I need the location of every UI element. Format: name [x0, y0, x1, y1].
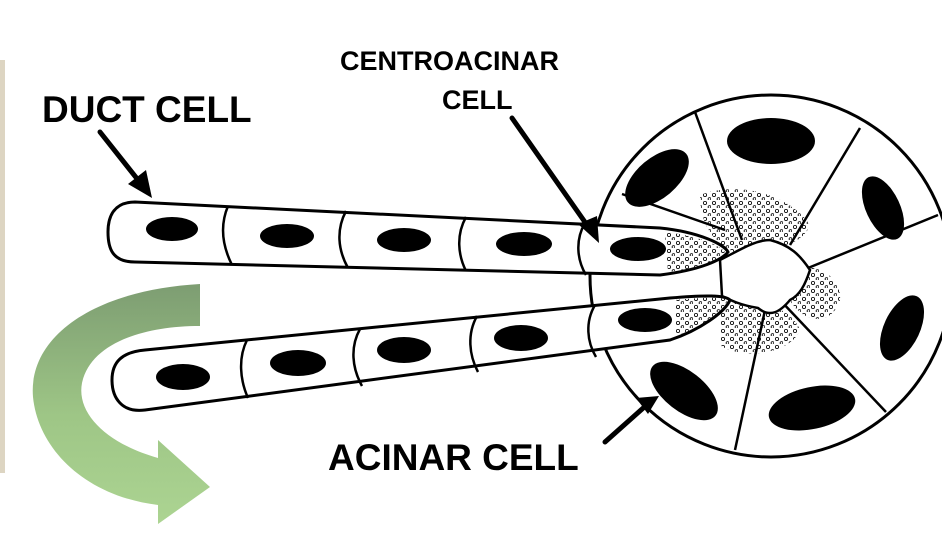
acinar-lumen: [718, 238, 812, 315]
lower-duct-lumen-granules: [675, 297, 728, 336]
acinar-cell-label: ACINAR CELL: [328, 437, 579, 478]
upper-duct-lumen-granules: [665, 232, 725, 272]
acinar-nuclei: [625, 118, 925, 431]
duct-arrowhead: [128, 170, 152, 198]
left-border-strip: [0, 60, 5, 473]
upper-duct-nuclei: [146, 217, 666, 261]
acinar-arrowhead: [636, 396, 659, 414]
zymogen-granules: [700, 189, 841, 354]
centroacinar-label-line2: CELL: [442, 85, 513, 115]
lower-duct-cell-walls: [239, 304, 598, 399]
acinar-cell-pointer: [602, 399, 653, 445]
centroacinar-pointer: [509, 115, 597, 238]
duct-cell-label: DUCT CELL: [42, 89, 252, 130]
upper-duct-cell-walls: [221, 205, 588, 276]
lower-duct-nuclei: [156, 308, 672, 390]
centroacinar-arrowhead: [578, 216, 599, 243]
curved-arrow-icon: [32, 284, 210, 524]
arrow-heads: [128, 170, 659, 414]
centroacinar-label-line1: CENTROACINAR: [340, 46, 559, 76]
